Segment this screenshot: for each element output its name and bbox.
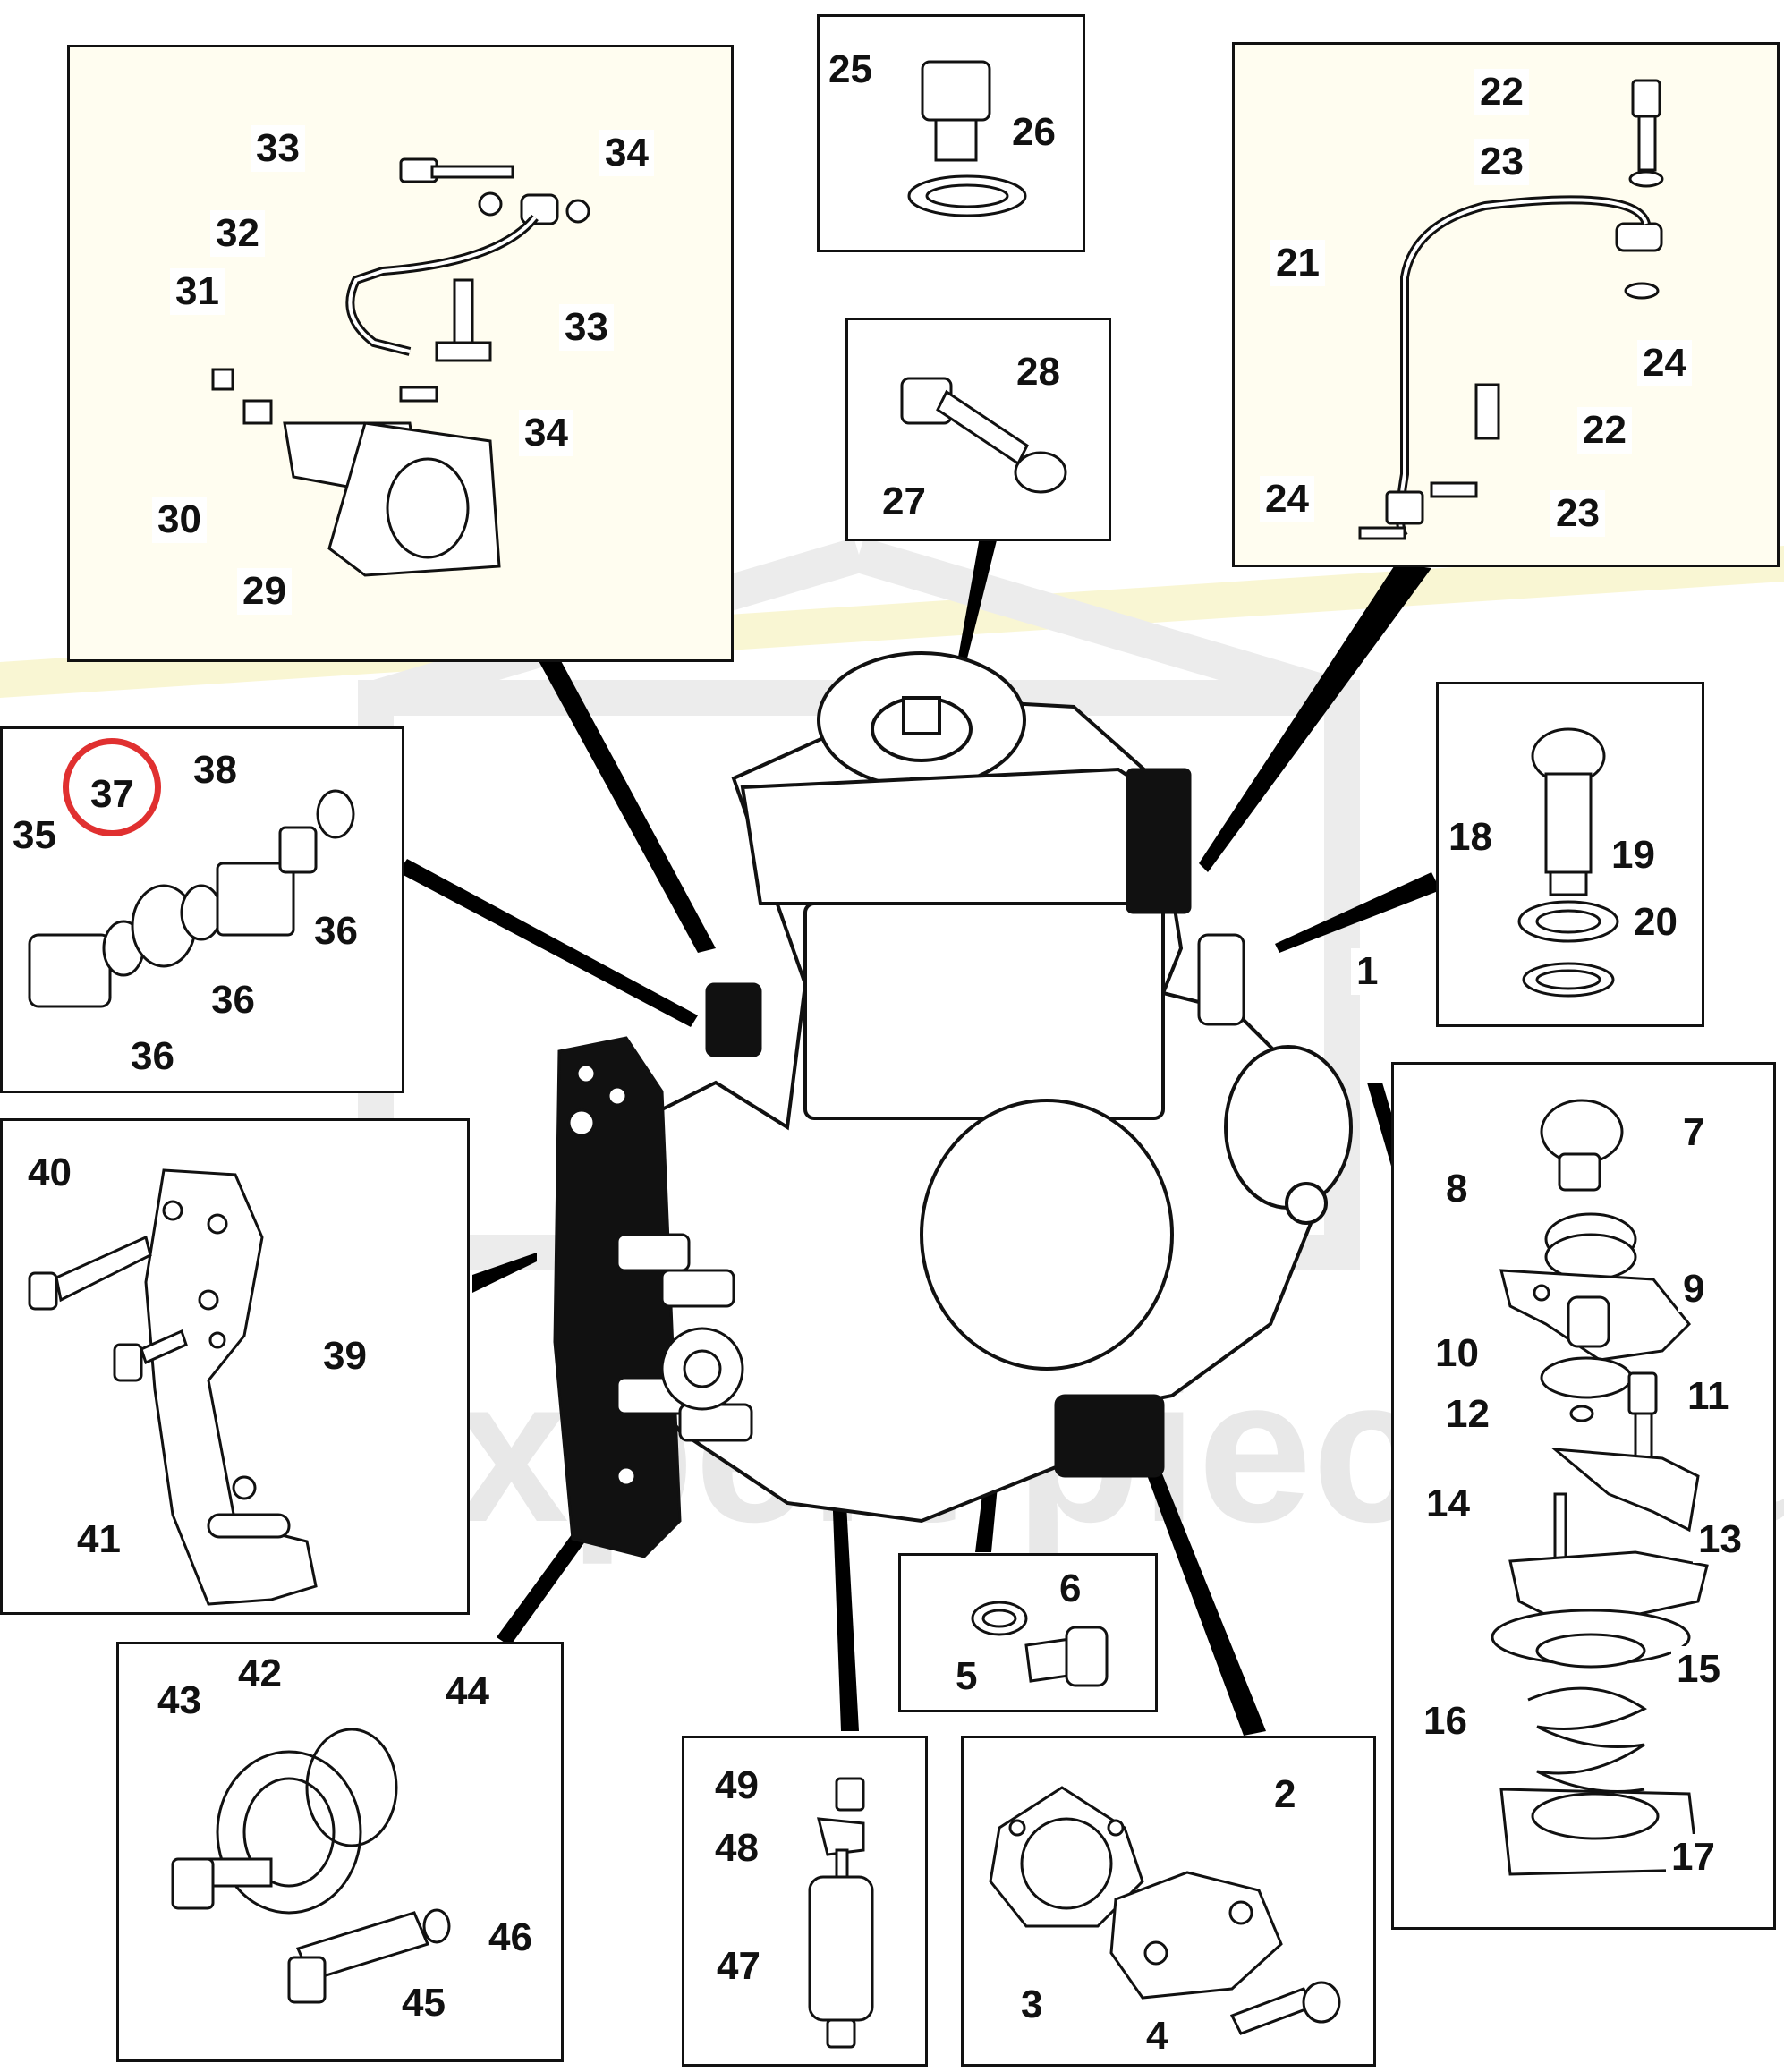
callout-33[interactable]: 33 <box>251 125 305 172</box>
callout-25[interactable]: 25 <box>823 47 878 93</box>
callout-6[interactable]: 6 <box>1054 1566 1087 1612</box>
callout-36c[interactable]: 36 <box>125 1033 180 1080</box>
callout-35[interactable]: 35 <box>7 812 62 859</box>
callout-23b[interactable]: 23 <box>1550 490 1605 537</box>
panel-art <box>808 1777 874 2049</box>
panel-art <box>1517 727 1619 998</box>
callout-13[interactable]: 13 <box>1693 1516 1747 1563</box>
callout-11[interactable]: 11 <box>1682 1373 1735 1420</box>
callout-19[interactable]: 19 <box>1606 832 1661 879</box>
outlet-fittings <box>616 1233 753 1442</box>
callout-4[interactable]: 4 <box>1141 2013 1174 2059</box>
callout-27[interactable]: 27 <box>877 479 931 525</box>
callout-44[interactable]: 44 <box>440 1669 495 1715</box>
panel-art <box>1491 1099 1709 1876</box>
panel-art <box>907 60 1027 217</box>
callout-47[interactable]: 47 <box>711 1943 766 1990</box>
callout-18[interactable]: 18 <box>1443 814 1498 861</box>
panel-art <box>1358 79 1664 540</box>
callout-31[interactable]: 31 <box>170 268 225 315</box>
panel-leak-off-pipe <box>1232 42 1780 567</box>
callout-29[interactable]: 29 <box>237 568 292 615</box>
panel-art <box>28 789 355 1008</box>
callout-1[interactable]: 1 <box>1351 948 1384 995</box>
callout-42[interactable]: 42 <box>233 1651 287 1697</box>
callout-41[interactable]: 41 <box>72 1516 126 1563</box>
mount-plate <box>553 1036 682 1558</box>
callout-15[interactable]: 15 <box>1671 1646 1726 1693</box>
callout-36b[interactable]: 36 <box>206 977 260 1023</box>
callout-14[interactable]: 14 <box>1421 1481 1475 1527</box>
callout-24b[interactable]: 24 <box>1260 476 1314 522</box>
callout-22b[interactable]: 22 <box>1577 407 1632 454</box>
panel-drain-screw <box>898 1553 1158 1712</box>
callout-45[interactable]: 45 <box>396 1980 451 2026</box>
callout-26[interactable]: 26 <box>1007 109 1061 156</box>
callout-23[interactable]: 23 <box>1474 139 1529 185</box>
callout-33b[interactable]: 33 <box>559 304 614 351</box>
callout-34b[interactable]: 34 <box>519 410 573 456</box>
callout-3[interactable]: 3 <box>1015 1982 1049 2028</box>
panel-cover-gasket <box>961 1736 1376 2067</box>
panel-art <box>28 1168 318 1606</box>
panel-art <box>171 1728 451 2004</box>
callout-8[interactable]: 8 <box>1440 1166 1474 1212</box>
callout-34[interactable]: 34 <box>599 130 654 176</box>
callout-10[interactable]: 10 <box>1430 1330 1484 1377</box>
panel-art <box>971 1601 1109 1687</box>
highlight-marker-37 <box>63 738 161 836</box>
panel-pressure-valve-pipe <box>67 45 734 662</box>
callout-21[interactable]: 21 <box>1270 240 1325 286</box>
callout-7[interactable]: 7 <box>1678 1109 1711 1156</box>
panel-art <box>989 1786 1341 2035</box>
callout-5[interactable]: 5 <box>950 1653 983 1700</box>
callout-17[interactable]: 17 <box>1666 1834 1720 1881</box>
callout-20[interactable]: 20 <box>1628 899 1683 946</box>
callout-30[interactable]: 30 <box>152 497 207 543</box>
callout-39[interactable]: 39 <box>318 1333 372 1380</box>
callout-48[interactable]: 48 <box>709 1825 764 1872</box>
callout-32[interactable]: 32 <box>210 210 265 257</box>
panel-art <box>211 157 590 577</box>
callout-36a[interactable]: 36 <box>309 908 363 955</box>
callout-2[interactable]: 2 <box>1269 1771 1302 1818</box>
pump-solenoids <box>705 768 1245 1478</box>
callout-28[interactable]: 28 <box>1011 349 1066 395</box>
callout-22[interactable]: 22 <box>1474 69 1529 115</box>
callout-40[interactable]: 40 <box>22 1150 77 1196</box>
callout-24[interactable]: 24 <box>1637 340 1692 386</box>
callout-46[interactable]: 46 <box>483 1915 538 1961</box>
callout-38[interactable]: 38 <box>188 747 242 794</box>
callout-12[interactable]: 12 <box>1440 1391 1495 1438</box>
panel-art <box>900 377 1067 494</box>
panel-bolt-washer <box>845 318 1111 541</box>
callout-49[interactable]: 49 <box>709 1762 764 1809</box>
callout-16[interactable]: 16 <box>1418 1698 1473 1745</box>
callout-9[interactable]: 9 <box>1678 1266 1711 1312</box>
panel-fitting-washer <box>817 14 1085 252</box>
callout-43[interactable]: 43 <box>152 1677 207 1724</box>
